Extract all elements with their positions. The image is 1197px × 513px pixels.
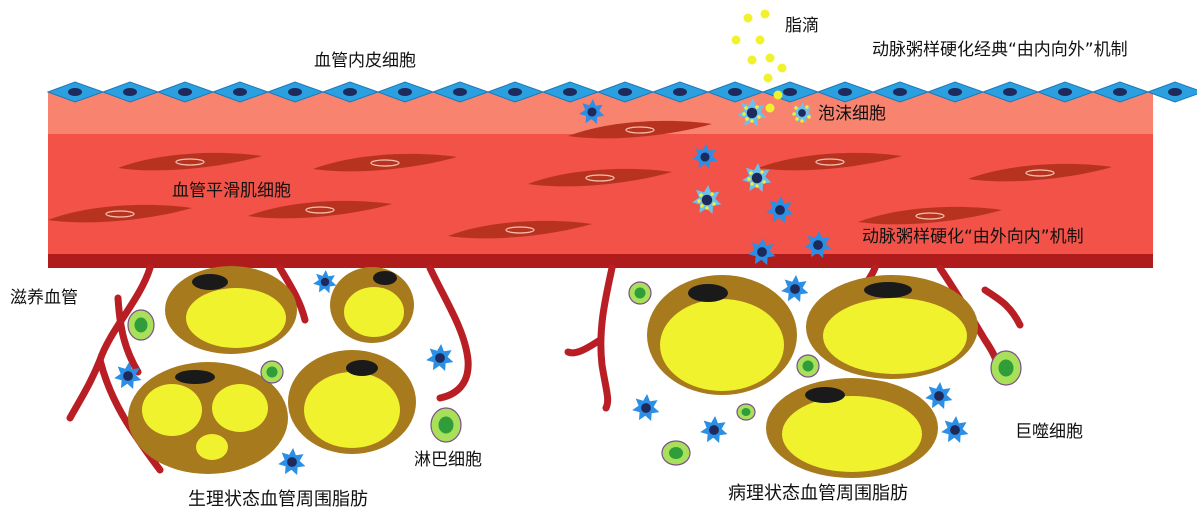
label-foam-cell: 泡沫细胞 (818, 106, 886, 123)
lipid-droplet (766, 104, 775, 113)
macrophage (781, 275, 808, 302)
lymphocyte (261, 361, 283, 383)
lipid-droplet (748, 56, 757, 65)
label-lymphocyte: 淋巴细胞 (414, 452, 482, 469)
adipocyte (647, 275, 797, 395)
lymphocyte (991, 351, 1021, 385)
macrophage (941, 416, 968, 443)
label-lipid-droplet: 脂滴 (785, 18, 819, 35)
adipocyte (165, 266, 297, 354)
adipocyte (288, 350, 416, 454)
lipid-droplet (778, 64, 787, 73)
lipid-droplet (761, 10, 770, 19)
label-vasa-vasorum: 滋养血管 (10, 290, 78, 307)
macrophage (426, 344, 453, 371)
lymphocyte (128, 310, 154, 340)
lipid-droplet (764, 74, 773, 83)
lymphocyte (431, 408, 461, 442)
vessel-branch (430, 268, 468, 398)
macrophage (925, 382, 952, 409)
label-endothelial-cell: 血管内皮细胞 (314, 53, 416, 70)
vessel-branch (568, 340, 600, 353)
lymphocyte (737, 404, 755, 420)
macrophage (313, 270, 336, 293)
vessel-branch (985, 290, 1020, 325)
macrophage (278, 448, 305, 475)
lymphocyte (662, 441, 690, 465)
adipocyte (330, 267, 414, 343)
label-smooth-muscle-cell: 血管平滑肌细胞 (172, 183, 291, 200)
endothelial-cell (1148, 82, 1197, 102)
lipid-droplet (766, 54, 775, 63)
label-macrophage: 巨噬细胞 (1015, 424, 1083, 441)
label-outside-in-mechanism: 动脉粥样硬化“由外向内”机制 (862, 229, 1084, 246)
lipid-droplet (756, 36, 765, 45)
macrophage (632, 394, 659, 421)
macrophage (700, 416, 727, 443)
label-inside-out-mechanism: 动脉粥样硬化经典“由内向外”机制 (872, 42, 1128, 59)
lymphocyte (629, 282, 651, 304)
lipid-droplet (774, 91, 783, 100)
adipocyte (806, 275, 978, 379)
label-physiological-pvat: 生理状态血管周围脂肪 (188, 491, 368, 509)
adipocyte (766, 378, 938, 478)
label-pathological-pvat: 病理状态血管周围脂肪 (728, 485, 908, 503)
lymphocyte (797, 355, 819, 377)
lipid-droplet (744, 14, 753, 23)
adventitia-band (48, 254, 1153, 268)
lipid-droplet (732, 36, 741, 45)
